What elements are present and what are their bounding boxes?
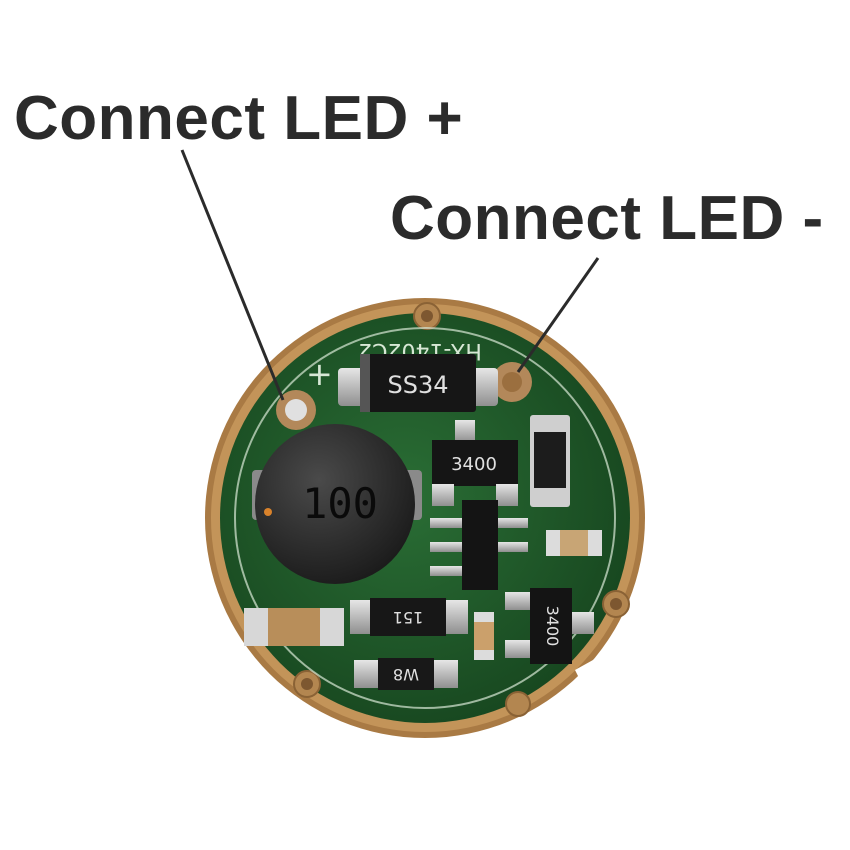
resistor-151: 151 xyxy=(350,598,468,636)
capacitor-bottom-left xyxy=(244,608,344,646)
plus-silk-icon: + xyxy=(306,355,333,393)
controller-ic xyxy=(430,500,528,590)
mosfet-top: 3400 xyxy=(432,420,518,506)
w8-diode: W8 xyxy=(354,658,458,690)
mosfet-top-marking: 3400 xyxy=(451,454,497,475)
inductor-100: 100 xyxy=(252,424,422,584)
connect-led-positive-label: Connect LED + xyxy=(14,84,464,153)
inductor-marking: 100 xyxy=(302,479,378,528)
mosfet-right-marking: 3400 xyxy=(543,606,562,647)
resistor-right xyxy=(546,530,602,556)
diode-marking: SS34 xyxy=(387,371,448,399)
connect-led-negative-label: Connect LED - xyxy=(390,184,824,253)
resistor-small xyxy=(474,612,494,660)
ss34-diode: SS34 xyxy=(338,354,498,412)
led-minus-pointer-line xyxy=(516,257,600,373)
led-plus-pointer-line xyxy=(180,149,285,401)
mosfet-right: 3400 xyxy=(505,588,594,664)
small-diode-marking: W8 xyxy=(393,665,419,684)
small-diode-right xyxy=(530,415,570,507)
resistor-marking: 151 xyxy=(393,608,424,627)
led-plus-pad xyxy=(276,390,316,430)
led-minus-pad xyxy=(492,362,532,402)
